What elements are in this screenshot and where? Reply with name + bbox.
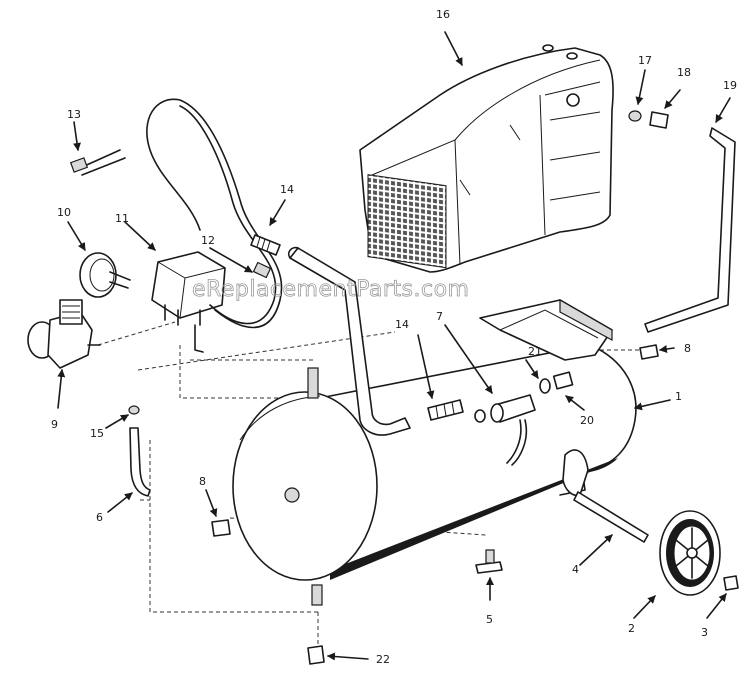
leader-lines: [57, 31, 731, 661]
handle: [287, 246, 411, 436]
callout-2: 2: [628, 622, 635, 635]
callout-1: 1: [675, 390, 682, 403]
callout-13: 13: [67, 108, 81, 121]
callout-12: 12: [201, 234, 215, 247]
part-5-foot: [475, 549, 503, 574]
part-10-gauge: [79, 252, 131, 298]
callout-8-right: 8: [684, 342, 691, 355]
part-19-tube: [644, 127, 736, 333]
callout-17: 17: [638, 54, 652, 67]
callout-4: 4: [572, 563, 579, 576]
part-17-18-fittings: [628, 110, 669, 129]
callout-labels: 1 2 3 4 5 6 7 8 8 9 10 11 12 13 14 14 15…: [51, 8, 737, 666]
part-6-15-tube: [128, 405, 151, 497]
part-3-bolt: [723, 575, 739, 591]
part-9-regulator: [27, 299, 101, 369]
callout-14-upper: 14: [280, 183, 294, 196]
part-14-fittings: [250, 234, 464, 421]
callout-18: 18: [677, 66, 691, 79]
callout-6: 6: [96, 511, 103, 524]
part-20-21-fittings: [474, 371, 574, 423]
callout-5: 5: [486, 613, 493, 626]
callout-3: 3: [701, 626, 708, 639]
callout-15: 15: [90, 427, 104, 440]
callout-8-left: 8: [199, 475, 206, 488]
callout-20: 20: [580, 414, 594, 427]
part-4-axle: [573, 491, 649, 543]
callout-19: 19: [723, 79, 737, 92]
callout-11: 11: [115, 212, 129, 225]
part-12-fitting: [252, 261, 272, 279]
part-7-check-valve: [490, 394, 536, 466]
part-13-power-cord: [69, 98, 283, 329]
callout-14-lower: 14: [395, 318, 409, 331]
callout-10: 10: [57, 206, 71, 219]
callout-21: 21: [528, 345, 542, 358]
callout-16: 16: [436, 8, 450, 21]
watermark-text: eReplacementParts.com: [192, 277, 469, 302]
part-11-pressure-switch: [151, 251, 226, 353]
part-1-tank: [232, 298, 637, 581]
part-8-plugs: [211, 344, 659, 537]
tank-top-fitting: [307, 367, 319, 399]
callout-9: 9: [51, 418, 58, 431]
part-22-drain: [307, 584, 325, 665]
callout-22: 22: [376, 653, 390, 666]
part-16-shroud: [359, 44, 614, 273]
part-2-wheel: [659, 510, 721, 596]
callout-7: 7: [436, 310, 443, 323]
